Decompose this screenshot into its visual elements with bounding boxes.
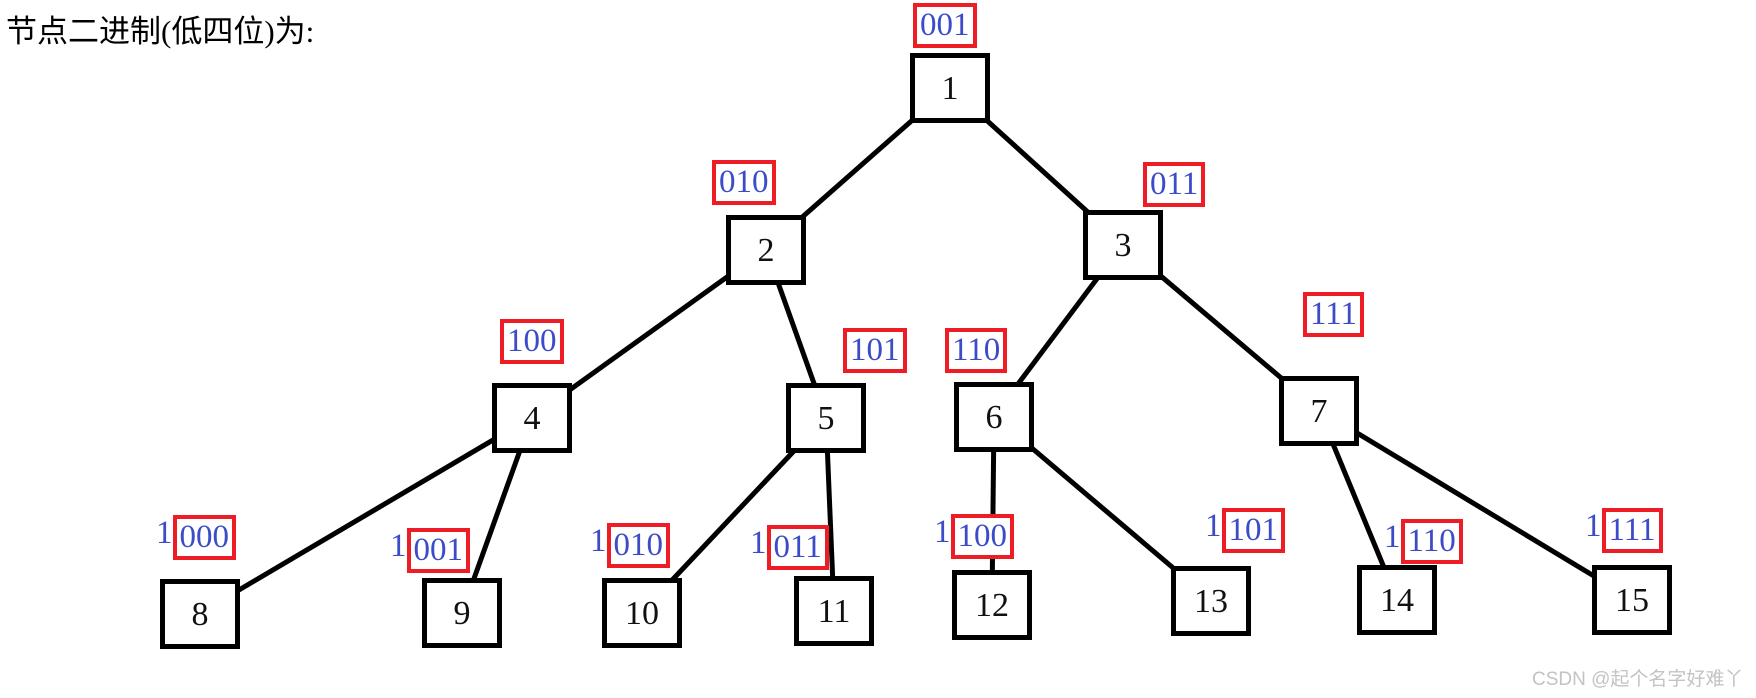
binary-prefix: 1: [390, 528, 407, 564]
binary-label-4: 100: [500, 319, 564, 364]
binary-prefix: 1: [1585, 508, 1602, 544]
tree-node-11: 11: [794, 576, 874, 646]
node-value: 3: [1114, 227, 1132, 264]
tree-node-8: 8: [160, 579, 240, 649]
binary-boxed-bits: 000: [172, 515, 236, 560]
tree-node-10: 10: [602, 578, 682, 648]
binary-label-3: 011: [1143, 162, 1206, 207]
node-value: 4: [523, 400, 541, 437]
binary-label-6: 110: [945, 328, 1008, 373]
binary-label-7: 111: [1303, 292, 1365, 337]
edge-7-15: [1317, 407, 1634, 602]
binary-prefix: 1: [590, 523, 607, 559]
binary-boxed-bits: 100: [500, 319, 564, 364]
binary-label-2: 010: [712, 160, 776, 205]
binary-boxed-bits: 111: [1303, 292, 1365, 337]
binary-prefix: 1: [156, 515, 173, 551]
node-value: 13: [1194, 583, 1228, 620]
binary-boxed-bits: 011: [1143, 162, 1206, 207]
tree-node-6: 6: [954, 382, 1034, 452]
binary-boxed-bits: 110: [1400, 519, 1463, 564]
node-value: 10: [625, 595, 659, 632]
node-value: 15: [1615, 582, 1649, 619]
binary-prefix: 1: [1384, 519, 1401, 555]
binary-boxed-bits: 010: [712, 160, 776, 205]
binary-boxed-bits: 001: [913, 3, 977, 48]
page-title: 节点二进制(低四位)为:: [6, 14, 315, 49]
binary-boxed-bits: 100: [950, 514, 1014, 559]
tree-node-15: 15: [1592, 565, 1672, 635]
tree-node-7: 7: [1279, 376, 1359, 446]
binary-boxed-bits: 001: [406, 528, 470, 573]
edge-4-8: [198, 414, 534, 616]
node-value: 7: [1310, 393, 1328, 430]
node-value: 14: [1380, 582, 1414, 619]
tree-node-2: 2: [726, 215, 806, 285]
tree-node-5: 5: [786, 383, 866, 453]
tree-node-3: 3: [1083, 210, 1163, 280]
node-value: 6: [985, 399, 1003, 436]
tree-node-14: 14: [1357, 565, 1437, 635]
node-value: 1: [941, 70, 959, 107]
tree-node-9: 9: [422, 578, 502, 648]
binary-boxed-bits: 010: [606, 523, 670, 568]
node-value: 11: [817, 593, 851, 630]
binary-prefix: 1: [934, 514, 951, 550]
binary-boxed-bits: 101: [843, 328, 907, 373]
binary-prefix: 1: [1205, 508, 1222, 544]
node-value: 8: [191, 596, 209, 633]
binary-boxed-bits: 110: [945, 328, 1008, 373]
tree-node-13: 13: [1171, 566, 1251, 636]
tree-node-1: 1: [910, 53, 990, 123]
binary-label-1: 001: [913, 3, 977, 48]
binary-boxed-bits: 011: [766, 525, 829, 570]
node-value: 9: [453, 595, 471, 632]
watermark: CSDN @起个名字好难丫: [1532, 669, 1744, 690]
binary-prefix: 1: [750, 525, 767, 561]
node-value: 2: [757, 232, 775, 269]
binary-boxed-bits: 101: [1221, 508, 1285, 553]
binary-boxed-bits: 111: [1601, 508, 1663, 553]
tree-node-4: 4: [492, 383, 572, 453]
node-value: 5: [817, 400, 835, 437]
node-value: 12: [975, 587, 1009, 624]
binary-label-5: 101: [843, 328, 907, 373]
tree-node-12: 12: [952, 570, 1032, 640]
